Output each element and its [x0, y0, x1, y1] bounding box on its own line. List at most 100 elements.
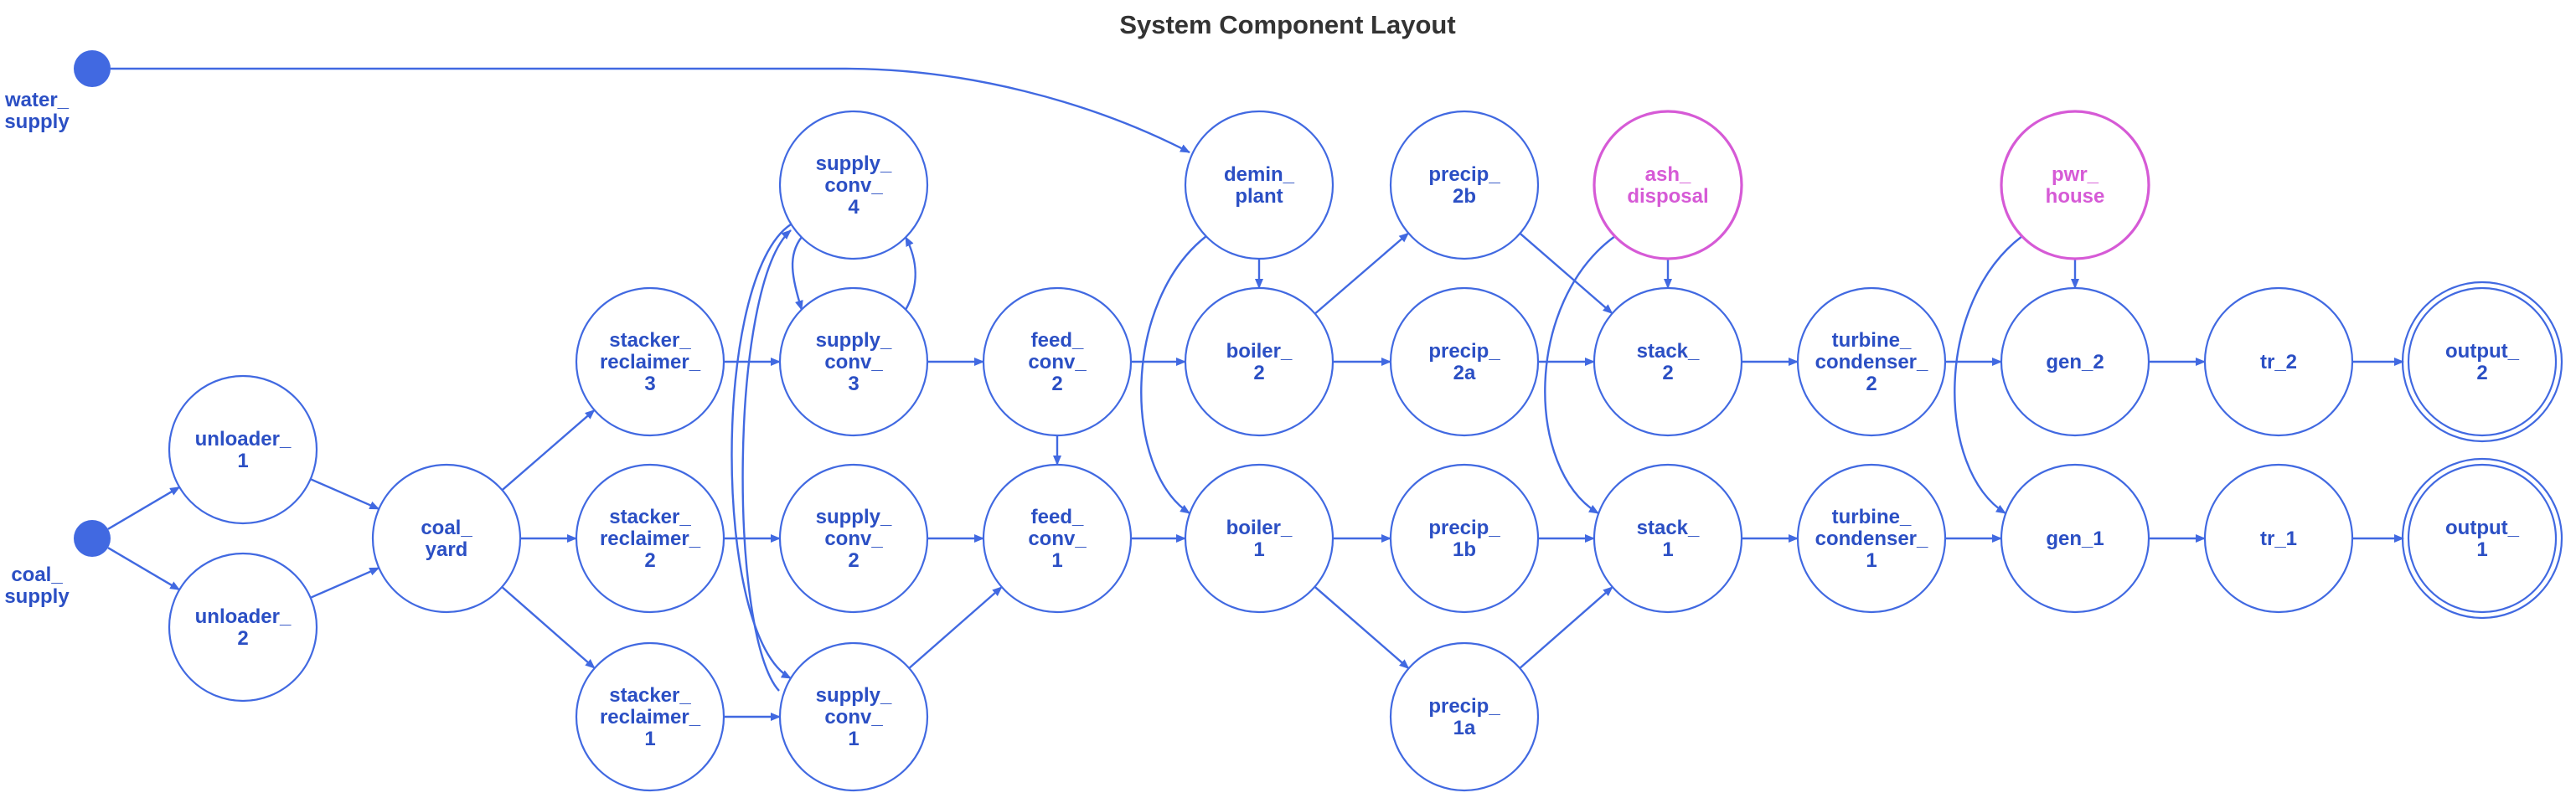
node-circle — [982, 463, 1133, 614]
node-label-line: feed_ — [1031, 329, 1084, 352]
node-label-line: stack_ — [1637, 517, 1700, 539]
node-circle — [1184, 286, 1334, 437]
node-label-line: stack_ — [1637, 340, 1700, 363]
node-label-line: condenser_ — [1815, 528, 1928, 550]
node-feed-conv-2: feed_conv_2 — [982, 286, 1133, 437]
node-label-line: house — [2046, 185, 2105, 208]
node-label-line: supply_ — [816, 152, 892, 175]
node-label-line: supply_ — [816, 506, 892, 528]
node-circle — [1593, 110, 1743, 260]
node-circle — [2203, 286, 2354, 437]
node-label-line: 2 — [1866, 373, 1877, 395]
node-label-line: 1b — [1453, 538, 1476, 561]
node-gen-2: gen_2 — [2000, 286, 2150, 437]
node-boiler-1: boiler_1 — [1184, 463, 1334, 614]
node-circle — [1796, 463, 1947, 614]
node-label-line: stacker_ — [609, 506, 691, 528]
node-label-line: gen_2 — [2046, 351, 2104, 373]
node-circle — [1593, 286, 1743, 437]
node-label-line: boiler_ — [1226, 517, 1293, 539]
node-label-line: 2 — [2476, 362, 2487, 384]
node-coal-supply: coal_supply — [4, 520, 111, 608]
node-turbine-condenser-2: turbine_condenser_2 — [1796, 286, 1947, 437]
edge-precip-2b-to-stack-2 — [1519, 232, 1613, 315]
edge-precip-1a-to-stack-1 — [1519, 586, 1613, 669]
node-label-line: 2 — [1253, 362, 1264, 384]
node-circle — [2000, 286, 2150, 437]
node-label-line: turbine_ — [1832, 329, 1912, 352]
node-circle — [168, 552, 318, 703]
node-unloader-1: unloader_1 — [168, 374, 318, 525]
node-label-line: stacker_ — [609, 684, 691, 707]
node-label-line: 1 — [848, 728, 859, 750]
node-circle — [1184, 463, 1334, 614]
node-label-line: reclaimer_ — [600, 706, 701, 728]
diagram-title: System Component Layout — [1119, 10, 1455, 39]
node-label-line: boiler_ — [1226, 340, 1293, 363]
node-precip-2a: precip_2a — [1389, 286, 1540, 437]
node-label-line: disposal — [1627, 185, 1708, 208]
node-label-line: 1 — [1253, 538, 1264, 561]
node-label-line: precip_ — [1428, 163, 1500, 186]
node-layer: water_supplycoal_supplyunloader_1unloade… — [4, 50, 2563, 792]
node-supply-conv-1: supply_conv_1 — [778, 641, 929, 792]
node-circle — [371, 463, 522, 614]
node-label-line: supply — [4, 111, 70, 133]
node-unloader-2: unloader_2 — [168, 552, 318, 703]
node-pwr-house: pwr_house — [2000, 110, 2150, 260]
node-label-line: 2 — [1051, 373, 1062, 395]
edge-demin-plant-to-boiler-1 — [1140, 235, 1207, 514]
node-circle — [2000, 110, 2150, 260]
node-label-line: water_ — [4, 89, 70, 111]
node-circle — [778, 286, 929, 437]
node-circle — [778, 110, 929, 260]
node-circle — [575, 463, 725, 614]
node-label-line: tr_2 — [2260, 351, 2297, 373]
node-stacker-reclaimer-1: stacker_reclaimer_1 — [575, 641, 725, 792]
node-label-line: precip_ — [1428, 517, 1500, 539]
node-label-line: unloader_ — [195, 605, 292, 628]
node-label-line: demin_ — [1224, 163, 1295, 186]
node-precip-2b: precip_2b — [1389, 110, 1540, 260]
node-water-supply: water_supply — [4, 50, 111, 133]
node-label-line: supply_ — [816, 684, 892, 707]
node-label-line: output_ — [2445, 517, 2520, 539]
node-label-line: coal_ — [421, 517, 472, 539]
node-label-line: gen_1 — [2046, 528, 2104, 550]
node-circle — [575, 286, 725, 437]
node-outer-ring — [2401, 457, 2563, 620]
edge-unloader-1-to-coal-yard — [310, 478, 380, 510]
node-label-line: conv_ — [1028, 351, 1087, 373]
node-circle — [1796, 286, 1947, 437]
node-circle — [575, 641, 725, 792]
node-precip-1b: precip_1b — [1389, 463, 1540, 614]
node-label-line: feed_ — [1031, 506, 1084, 528]
node-supply-conv-4: supply_conv_4 — [778, 110, 929, 260]
node-label-line: 1 — [1662, 538, 1673, 561]
node-label-line: 4 — [848, 196, 860, 219]
node-circle — [2407, 286, 2558, 437]
node-label-line: 1a — [1453, 717, 1476, 739]
node-label-line: 3 — [848, 373, 859, 395]
node-supply-conv-3: supply_conv_3 — [778, 286, 929, 437]
node-label-line: conv_ — [824, 528, 883, 550]
node-label-line: conv_ — [1028, 528, 1087, 550]
edge-supply-conv-4-to-supply-conv-1 — [730, 224, 792, 680]
node-circle — [778, 641, 929, 792]
node-circle — [168, 374, 318, 525]
node-label-line: reclaimer_ — [600, 528, 701, 550]
node-boiler-2: boiler_2 — [1184, 286, 1334, 437]
node-turbine-condenser-1: turbine_condenser_1 — [1796, 463, 1947, 614]
node-outer-ring — [2401, 281, 2563, 443]
node-label-line: 2b — [1453, 185, 1476, 208]
edge-supply-conv-4-to-supply-conv-3 — [791, 236, 803, 311]
node-label-line: coal_ — [11, 564, 63, 586]
node-label-line: 1 — [644, 728, 655, 750]
node-feed-conv-1: feed_conv_1 — [982, 463, 1133, 614]
node-label-line: conv_ — [824, 351, 883, 373]
node-label-line: supply — [4, 585, 70, 608]
edge-supply-conv-3-to-supply-conv-4 — [904, 236, 916, 311]
node-label-line: supply_ — [816, 329, 892, 352]
node-circle — [2203, 463, 2354, 614]
